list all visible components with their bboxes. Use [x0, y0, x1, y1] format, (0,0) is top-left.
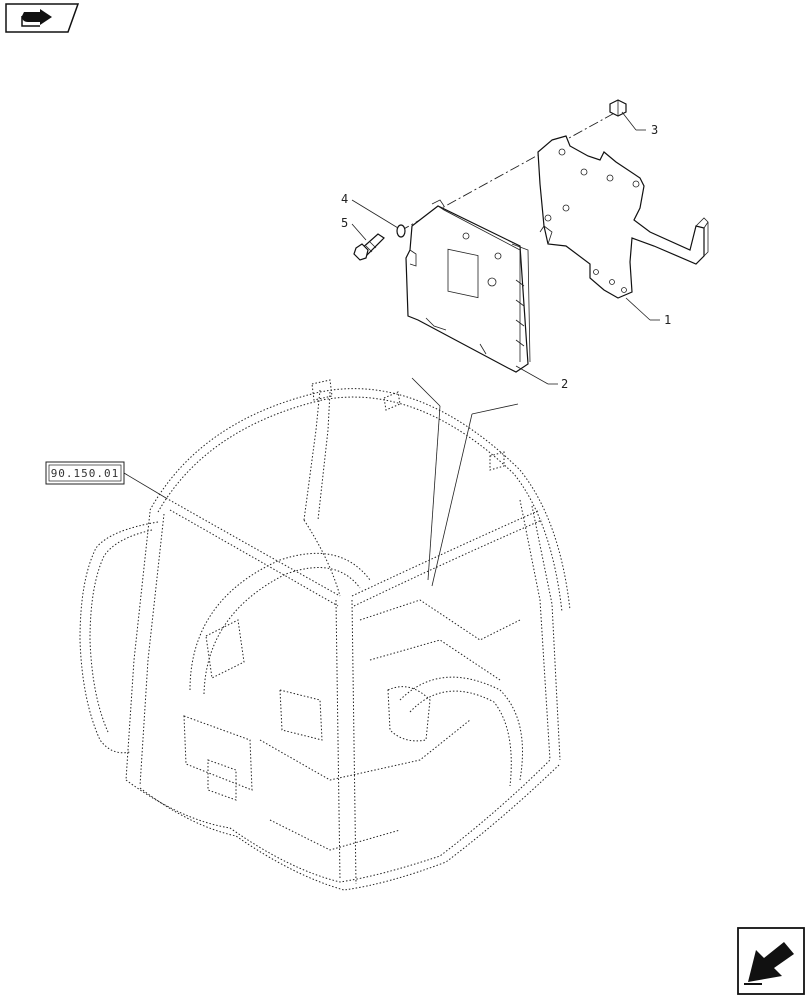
pointer-leader-a: [411, 377, 441, 407]
leader-3: [621, 111, 637, 131]
leader-5: [351, 223, 367, 241]
book-arrow-icon[interactable]: [5, 3, 80, 33]
callout-3[interactable]: 3: [651, 123, 658, 137]
reference-box[interactable]: 90.150.01: [45, 461, 125, 485]
reference-leader: [123, 472, 167, 499]
callout-5[interactable]: 5: [341, 216, 348, 230]
next-page-arrow-icon[interactable]: [737, 927, 805, 995]
callout-4[interactable]: 4: [341, 192, 348, 206]
bracket-part-1: [537, 135, 709, 299]
leader-2: [515, 365, 549, 385]
callout-2[interactable]: 2: [561, 377, 568, 391]
washer-part-4: [396, 224, 406, 238]
pointer-leader-b: [471, 403, 519, 415]
reference-box-label: 90.150.01: [51, 467, 120, 480]
callout-1[interactable]: 1: [664, 313, 671, 327]
control-unit-part-2: [405, 199, 531, 373]
bolt-part-5: [353, 233, 385, 261]
leader-1: [625, 297, 651, 321]
pointer-leader-b-2: [431, 413, 473, 587]
cab-frame: [79, 379, 571, 891]
leader-4: [351, 199, 399, 229]
pointer-leader-a-2: [427, 405, 441, 581]
